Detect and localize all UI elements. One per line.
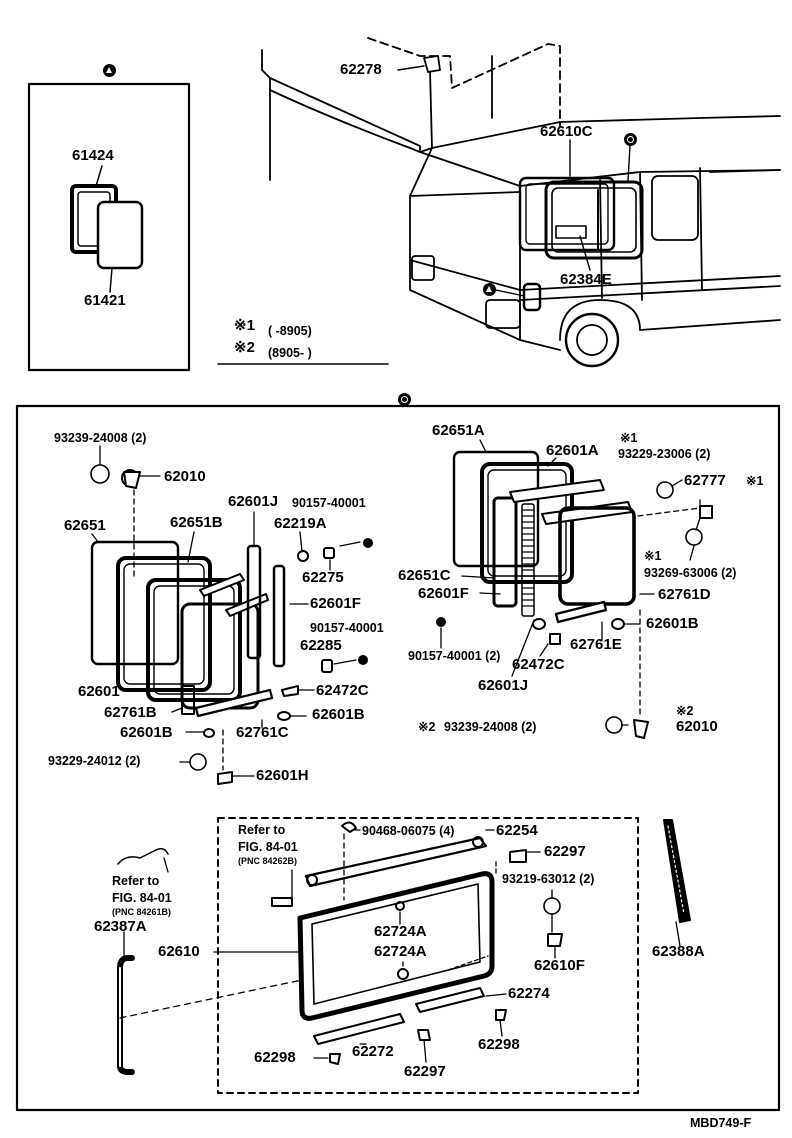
part-label: 62601F (418, 585, 469, 602)
note-symbol: ※1 (746, 474, 764, 488)
part-label: 62278 (340, 61, 382, 78)
bottom-dashed-box (217, 817, 639, 1094)
reference-note: FIG. 84-01 (238, 840, 298, 854)
part-label: 62384E (560, 271, 612, 288)
part-label: 62219A (274, 515, 327, 532)
part-label: 62651 (64, 517, 106, 534)
part-label: 62285 (300, 637, 342, 654)
part-label: 62651B (170, 514, 223, 531)
left-window-parts (90, 445, 373, 785)
note-symbol: ※1 (620, 431, 638, 445)
right-window-parts (436, 439, 713, 739)
part-label: 90157-40001 (292, 496, 366, 510)
part-label: 62601B (312, 706, 365, 723)
part-label: 62388A (652, 943, 705, 960)
part-label: 62472C (512, 656, 565, 673)
part-label: 62610C (540, 123, 593, 140)
part-label: 62010 (164, 468, 206, 485)
note-range: ( -8905) (268, 324, 312, 338)
part-label: 62275 (302, 569, 344, 586)
reference-pnc: (PNC 84261B) (112, 907, 172, 917)
part-label: 62601B (646, 615, 699, 632)
part-label: 62761E (570, 636, 622, 653)
part-label: 61424 (72, 147, 114, 164)
part-label: 62601B (120, 724, 173, 741)
note-symbol: ※2 (234, 339, 255, 356)
drawing-code: MBD749-F (690, 1116, 752, 1130)
part-label: 62601J (478, 677, 529, 694)
part-label: 93269-63006 (2) (644, 566, 737, 580)
part-label: 62610 (158, 943, 200, 960)
part-label: 93239-24008 (2) (54, 431, 147, 445)
reference-pnc: (PNC 84262B) (238, 856, 298, 866)
inset-box (27, 82, 191, 372)
part-label: 62724A (374, 923, 427, 940)
reference-note: Refer to (112, 874, 160, 888)
part-label: 62298 (254, 1049, 296, 1066)
note-symbol: ※2 (418, 720, 436, 734)
part-label: 62610F (534, 957, 585, 974)
note-range: (8905- ) (268, 346, 312, 360)
part-label: 62761D (658, 586, 711, 603)
part-label: 62761B (104, 704, 157, 721)
part-label: 62254 (496, 822, 538, 839)
bottom-window-parts (117, 819, 691, 1075)
part-label: 62472C (316, 682, 369, 699)
triangle-marker (103, 64, 116, 77)
part-label: 62761C (236, 724, 289, 741)
part-label: 62651A (432, 422, 485, 439)
part-label: 62601F (310, 595, 361, 612)
part-label: 62651C (398, 567, 451, 584)
circle-marker (398, 393, 411, 406)
part-label: 90157-40001 (310, 621, 384, 635)
van-illustration (261, 37, 781, 368)
part-label: 93239-24008 (2) (444, 720, 537, 734)
note-symbol: ※2 (676, 704, 694, 718)
small-window-glass (70, 184, 144, 270)
part-label: 62297 (544, 843, 586, 860)
note-symbol: ※1 (644, 549, 662, 563)
part-label: 62601 (78, 683, 120, 700)
part-label: 62601A (546, 442, 599, 459)
part-label: 90468-06075 (4) (362, 824, 455, 838)
part-label: 62777 (684, 472, 726, 489)
part-label: 62274 (508, 985, 550, 1002)
triangle-marker (483, 283, 496, 296)
part-label: 93219-63012 (2) (502, 872, 595, 886)
part-label: 90157-40001 (2) (408, 649, 501, 663)
part-label: 62601H (256, 767, 309, 784)
part-label: 93229-24012 (2) (48, 754, 141, 768)
part-label: 62724A (374, 943, 427, 960)
part-label: 62387A (94, 918, 147, 935)
part-label: 62601J (228, 493, 279, 510)
part-label: 62297 (404, 1063, 446, 1080)
part-label: 62298 (478, 1036, 520, 1053)
reference-note: Refer to (238, 823, 286, 837)
note-symbol: ※1 (234, 317, 255, 334)
circle-marker (624, 133, 637, 146)
part-label: 93229-23006 (2) (618, 447, 711, 461)
reference-note: FIG. 84-01 (112, 891, 172, 905)
part-label: 62010 (676, 718, 718, 735)
part-label: 62272 (352, 1043, 394, 1060)
part-label: 61421 (84, 292, 126, 309)
main-frame (15, 404, 781, 1112)
